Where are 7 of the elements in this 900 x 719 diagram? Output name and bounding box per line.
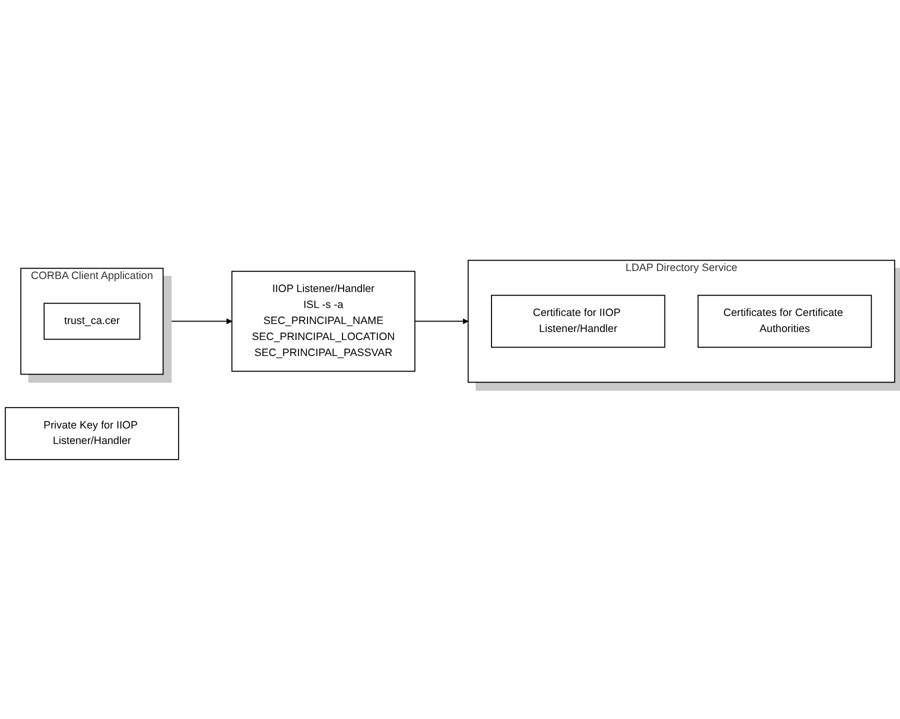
node-box: IIOP Listener/Handler ISL -s -a SEC_PRINCIPAL_NAME SEC_PRINCIPAL_LOCATION SEC_PRINCIPAL_PASSVAR	[231, 270, 416, 372]
node-box: Private Key for IIOP Listener/Handler	[4, 406, 180, 460]
node-box: trust_ca.cer	[44, 302, 140, 340]
node-box: Certificates for Certificate Authorities	[698, 294, 872, 348]
arrow	[414, 318, 468, 324]
node-box: Certificate for IIOP Listener/Handler	[491, 294, 666, 348]
arrow	[162, 318, 232, 324]
